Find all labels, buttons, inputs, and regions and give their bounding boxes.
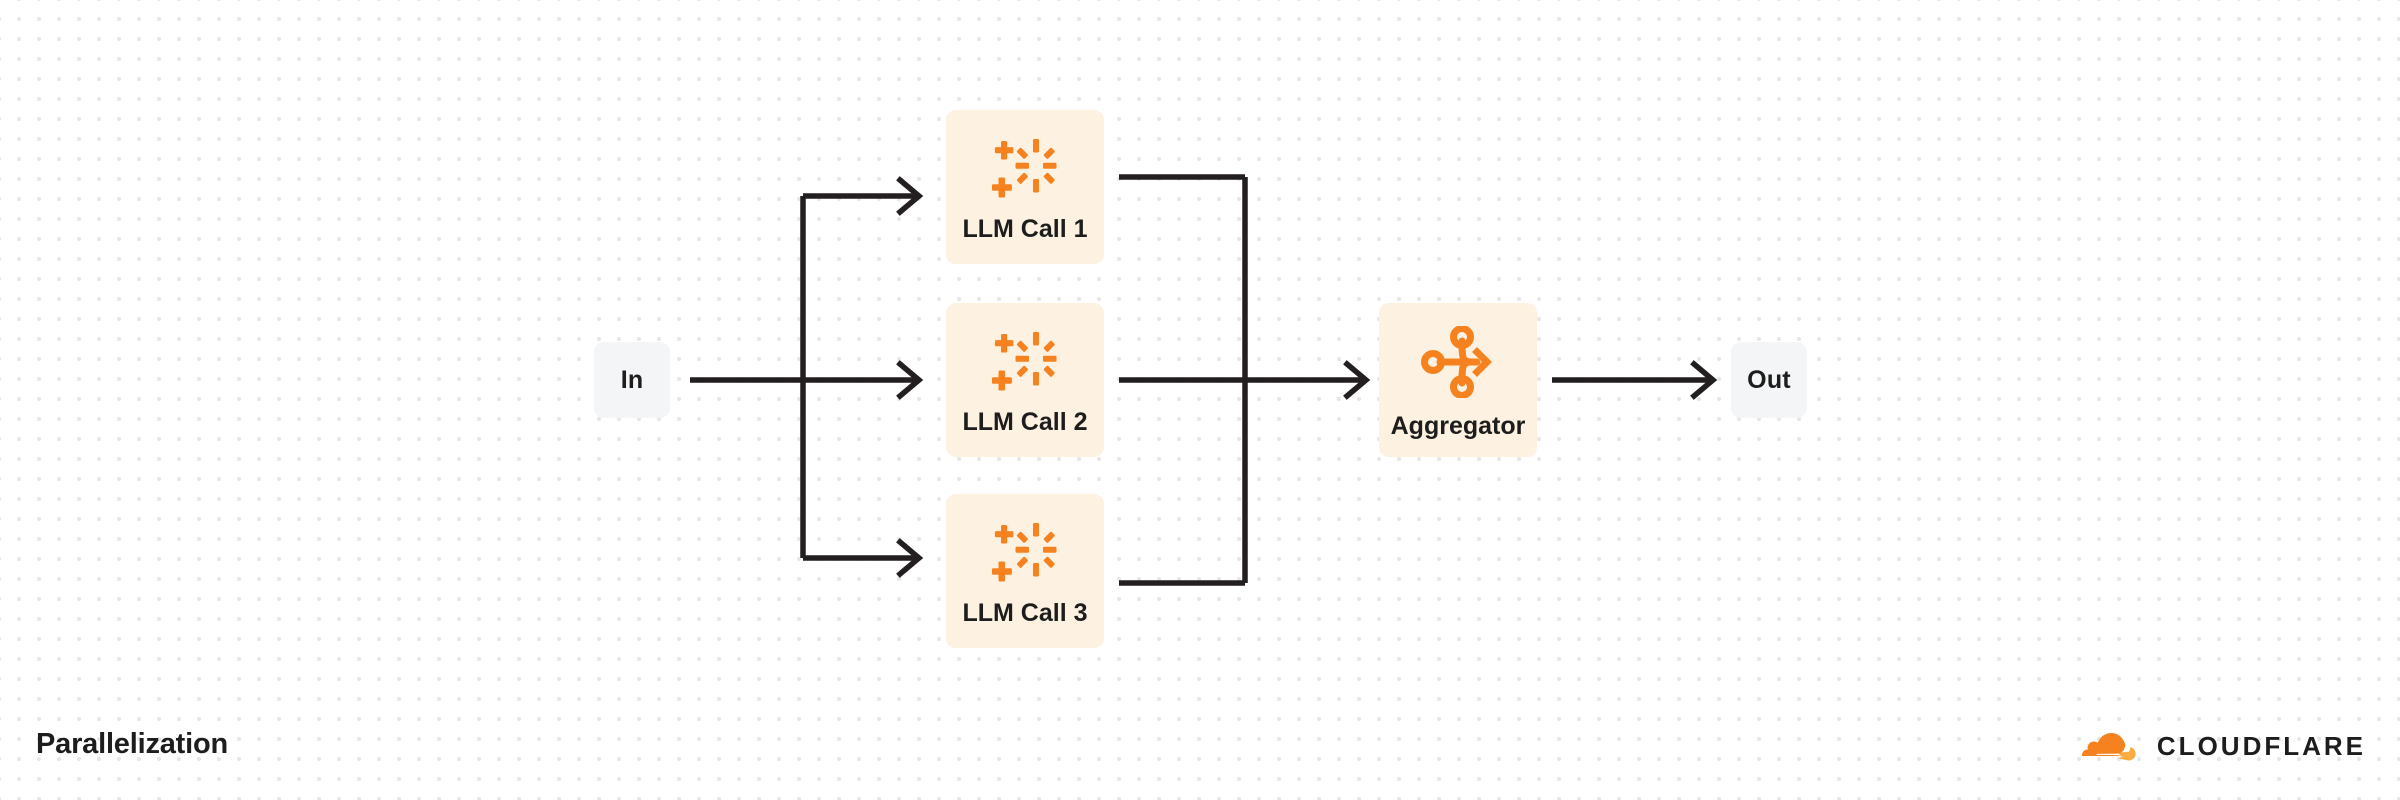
sparkle-icon bbox=[991, 331, 1058, 394]
node-aggregator-label: Aggregator bbox=[1390, 411, 1526, 440]
arrowhead-llm1 bbox=[896, 176, 924, 216]
node-llm-call-3-label: LLM Call 3 bbox=[962, 598, 1088, 627]
sparkle-icon bbox=[991, 138, 1058, 201]
cloudflare-brand: CLOUDFLARE bbox=[2081, 730, 2366, 762]
node-llm-call-1-label: LLM Call 1 bbox=[962, 214, 1088, 243]
arrowhead-llm3 bbox=[896, 538, 924, 578]
node-output[interactable]: Out bbox=[1731, 342, 1807, 418]
node-output-label: Out bbox=[1747, 365, 1791, 394]
node-llm-call-1[interactable]: LLM Call 1 bbox=[946, 110, 1104, 264]
cloud-icon-front bbox=[2081, 733, 2126, 760]
node-input[interactable]: In bbox=[594, 342, 670, 418]
cloudflare-cloud-icon bbox=[2081, 730, 2144, 762]
arrowhead-out bbox=[1690, 360, 1718, 400]
node-llm-call-3[interactable]: LLM Call 3 bbox=[946, 494, 1104, 648]
node-aggregator[interactable]: Aggregator bbox=[1379, 303, 1537, 457]
cloud-icon-back bbox=[2117, 747, 2136, 761]
node-llm-call-2-label: LLM Call 2 bbox=[962, 407, 1088, 436]
diagram-title: Parallelization bbox=[36, 728, 229, 760]
node-llm-call-2[interactable]: LLM Call 2 bbox=[946, 303, 1104, 457]
aggregator-icon bbox=[1421, 324, 1495, 399]
arrowhead-aggregator bbox=[1343, 360, 1371, 400]
arrowhead-llm2 bbox=[896, 360, 924, 400]
node-input-label: In bbox=[620, 365, 644, 394]
sparkle-icon bbox=[991, 522, 1058, 585]
cloudflare-wordmark: CLOUDFLARE bbox=[2156, 731, 2366, 761]
